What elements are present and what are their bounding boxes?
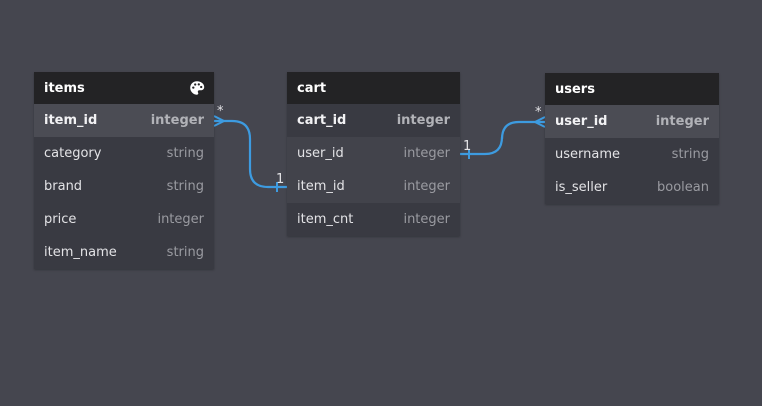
column-name: item_name [44,245,117,260]
column-name: username [555,147,620,162]
table-row[interactable]: cart_id integer [287,104,460,137]
cardinality-users-many: * [535,105,542,120]
table-title: items [44,80,85,96]
column-name: user_id [555,114,608,129]
table-row[interactable]: category string [34,137,214,170]
table-row[interactable]: item_name string [34,236,214,269]
column-name: item_id [44,113,98,128]
crowfoot-items-end [213,115,225,127]
table-row[interactable]: username string [545,138,719,171]
column-type: integer [403,146,450,161]
table-row[interactable]: user_id integer [545,105,719,138]
table-row[interactable]: is_seller boolean [545,171,719,204]
column-name: is_seller [555,180,608,195]
table-title: users [555,81,595,97]
palette-icon[interactable] [189,80,205,96]
column-name: brand [44,179,83,194]
table-title: cart [297,80,327,96]
table-header-items[interactable]: items [34,72,214,104]
table-row[interactable]: price integer [34,203,214,236]
table-row[interactable]: item_cnt integer [287,203,460,236]
table-row[interactable]: brand string [34,170,214,203]
table-row[interactable]: user_id integer [287,137,460,170]
cardinality-cart-user-one: 1 [463,139,472,154]
column-type: integer [655,114,709,129]
table-header-users[interactable]: users [545,73,719,105]
table-row[interactable]: item_id integer [34,104,214,137]
column-type: integer [403,212,450,227]
column-name: category [44,146,102,161]
table-cart[interactable]: cart cart_id integer user_id integer ite… [287,72,460,236]
column-name: user_id [297,146,344,161]
column-type: integer [150,113,204,128]
column-type: integer [396,113,450,128]
table-row[interactable]: item_id integer [287,170,460,203]
relation-line-items-cart[interactable] [214,119,287,189]
column-type: string [671,147,709,162]
table-items[interactable]: items item_id integer category string br… [34,72,214,269]
column-type: string [166,146,204,161]
column-type: integer [157,212,204,227]
relation-line-cart-users[interactable] [460,120,545,156]
table-header-cart[interactable]: cart [287,72,460,104]
column-type: string [166,245,204,260]
table-users[interactable]: users user_id integer username string is… [545,73,719,204]
cardinality-cart-item-one: 1 [276,172,285,187]
cardinality-items-many: * [217,104,224,119]
column-name: price [44,212,77,227]
column-type: integer [403,179,450,194]
column-type: boolean [657,180,709,195]
crowfoot-users-end [534,116,546,128]
column-type: string [166,179,204,194]
column-name: cart_id [297,113,347,128]
column-name: item_cnt [297,212,354,227]
column-name: item_id [297,179,345,194]
